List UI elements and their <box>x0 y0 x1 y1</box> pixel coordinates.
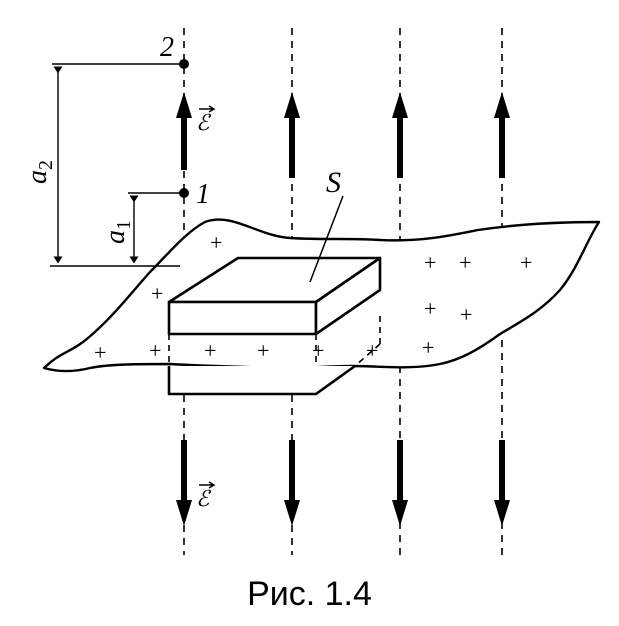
arrow-down-1 <box>176 440 192 526</box>
a2-letter: a <box>22 170 53 184</box>
box-side-face <box>314 256 382 336</box>
charge-plus: + <box>459 302 474 327</box>
a1-letter: a <box>100 230 131 244</box>
charge-plus: + <box>148 338 163 363</box>
charge-plus: + <box>209 230 224 255</box>
field-arrows-down <box>176 440 510 526</box>
charge-plus: + <box>423 250 438 275</box>
charge-plus: + <box>203 338 218 363</box>
charge-plus: + <box>365 338 380 363</box>
vector-arrow-icon <box>199 481 216 489</box>
a1-label: a1 <box>100 220 135 244</box>
charge-plus: + <box>421 335 436 360</box>
charge-plus: + <box>256 338 271 363</box>
figure-caption: Рис. 1.4 <box>247 575 372 613</box>
gaussian-box <box>167 256 382 396</box>
arrow-down-2 <box>284 440 300 526</box>
vector-arrow-icon <box>199 105 216 113</box>
field-symbol-bottom: ℰ <box>196 486 212 511</box>
charge-plus: + <box>519 250 534 275</box>
charge-plus: + <box>423 296 438 321</box>
arrow-up-4 <box>494 92 510 178</box>
charge-plus: + <box>311 338 326 363</box>
a2-subscript: 2 <box>35 160 57 170</box>
a1-subscript: 1 <box>113 220 135 230</box>
field-label-top: ℰ <box>196 105 216 135</box>
arrow-down-3 <box>392 440 408 526</box>
charge-plus: + <box>93 340 108 365</box>
point-1-label: 1 <box>196 179 210 210</box>
field-label-bottom: ℰ <box>196 481 216 511</box>
arrow-down-4 <box>494 440 510 526</box>
arrow-up-2 <box>284 92 300 178</box>
a2-label: a2 <box>22 160 57 184</box>
arrow-up-1 <box>176 92 192 170</box>
point-2-label: 2 <box>160 32 174 63</box>
charge-plus: + <box>150 281 165 306</box>
box-bottom-part <box>167 364 356 396</box>
field-arrows-up <box>176 92 510 178</box>
arrow-up-3 <box>392 92 408 178</box>
box-front-face <box>167 300 318 336</box>
surface-leader-line <box>309 195 344 283</box>
distance-markers <box>50 63 184 267</box>
field-symbol-top: ℰ <box>196 110 212 135</box>
box-hidden-edges <box>168 316 381 367</box>
surface-label: S <box>326 166 341 199</box>
charge-plus: + <box>458 250 473 275</box>
plane-charges: + + + + + + + + + + + + + + <box>93 230 534 365</box>
